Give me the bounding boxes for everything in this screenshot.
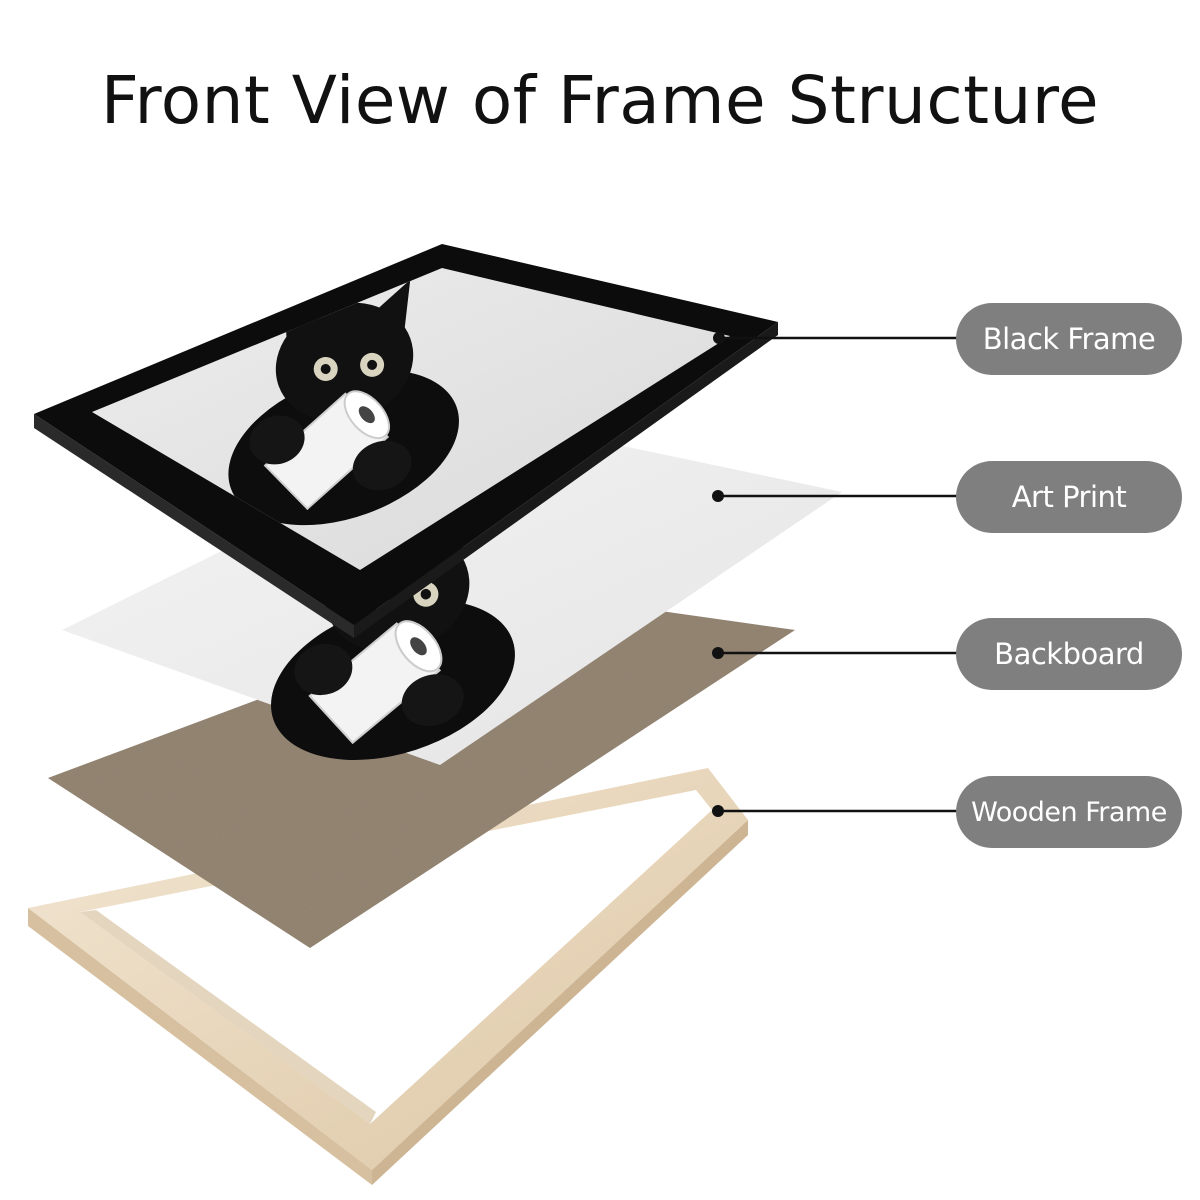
- label-backboard: Backboard: [956, 618, 1182, 690]
- wooden-frame-opening: [80, 790, 712, 1124]
- leader-lines: [712, 332, 958, 817]
- wooden-frame-edge: [28, 908, 372, 1185]
- black-frame-edge: [34, 414, 354, 638]
- leader-dot-wooden-frame: [712, 805, 724, 817]
- art-print-layer: [62, 418, 842, 790]
- leader-dot-black-frame: [713, 332, 725, 344]
- label-wooden-frame: Wooden Frame: [956, 776, 1182, 848]
- label-black-frame: Black Frame: [956, 303, 1182, 375]
- page-title: Front View of Frame Structure: [100, 62, 1100, 139]
- leader-dot-art-print: [712, 490, 724, 502]
- backboard-layer: [48, 594, 795, 948]
- label-art-print: Art Print: [956, 461, 1182, 533]
- black-frame-layer: [34, 244, 778, 638]
- leader-dot-backboard: [712, 647, 724, 659]
- wooden-frame-layer: [28, 768, 748, 1185]
